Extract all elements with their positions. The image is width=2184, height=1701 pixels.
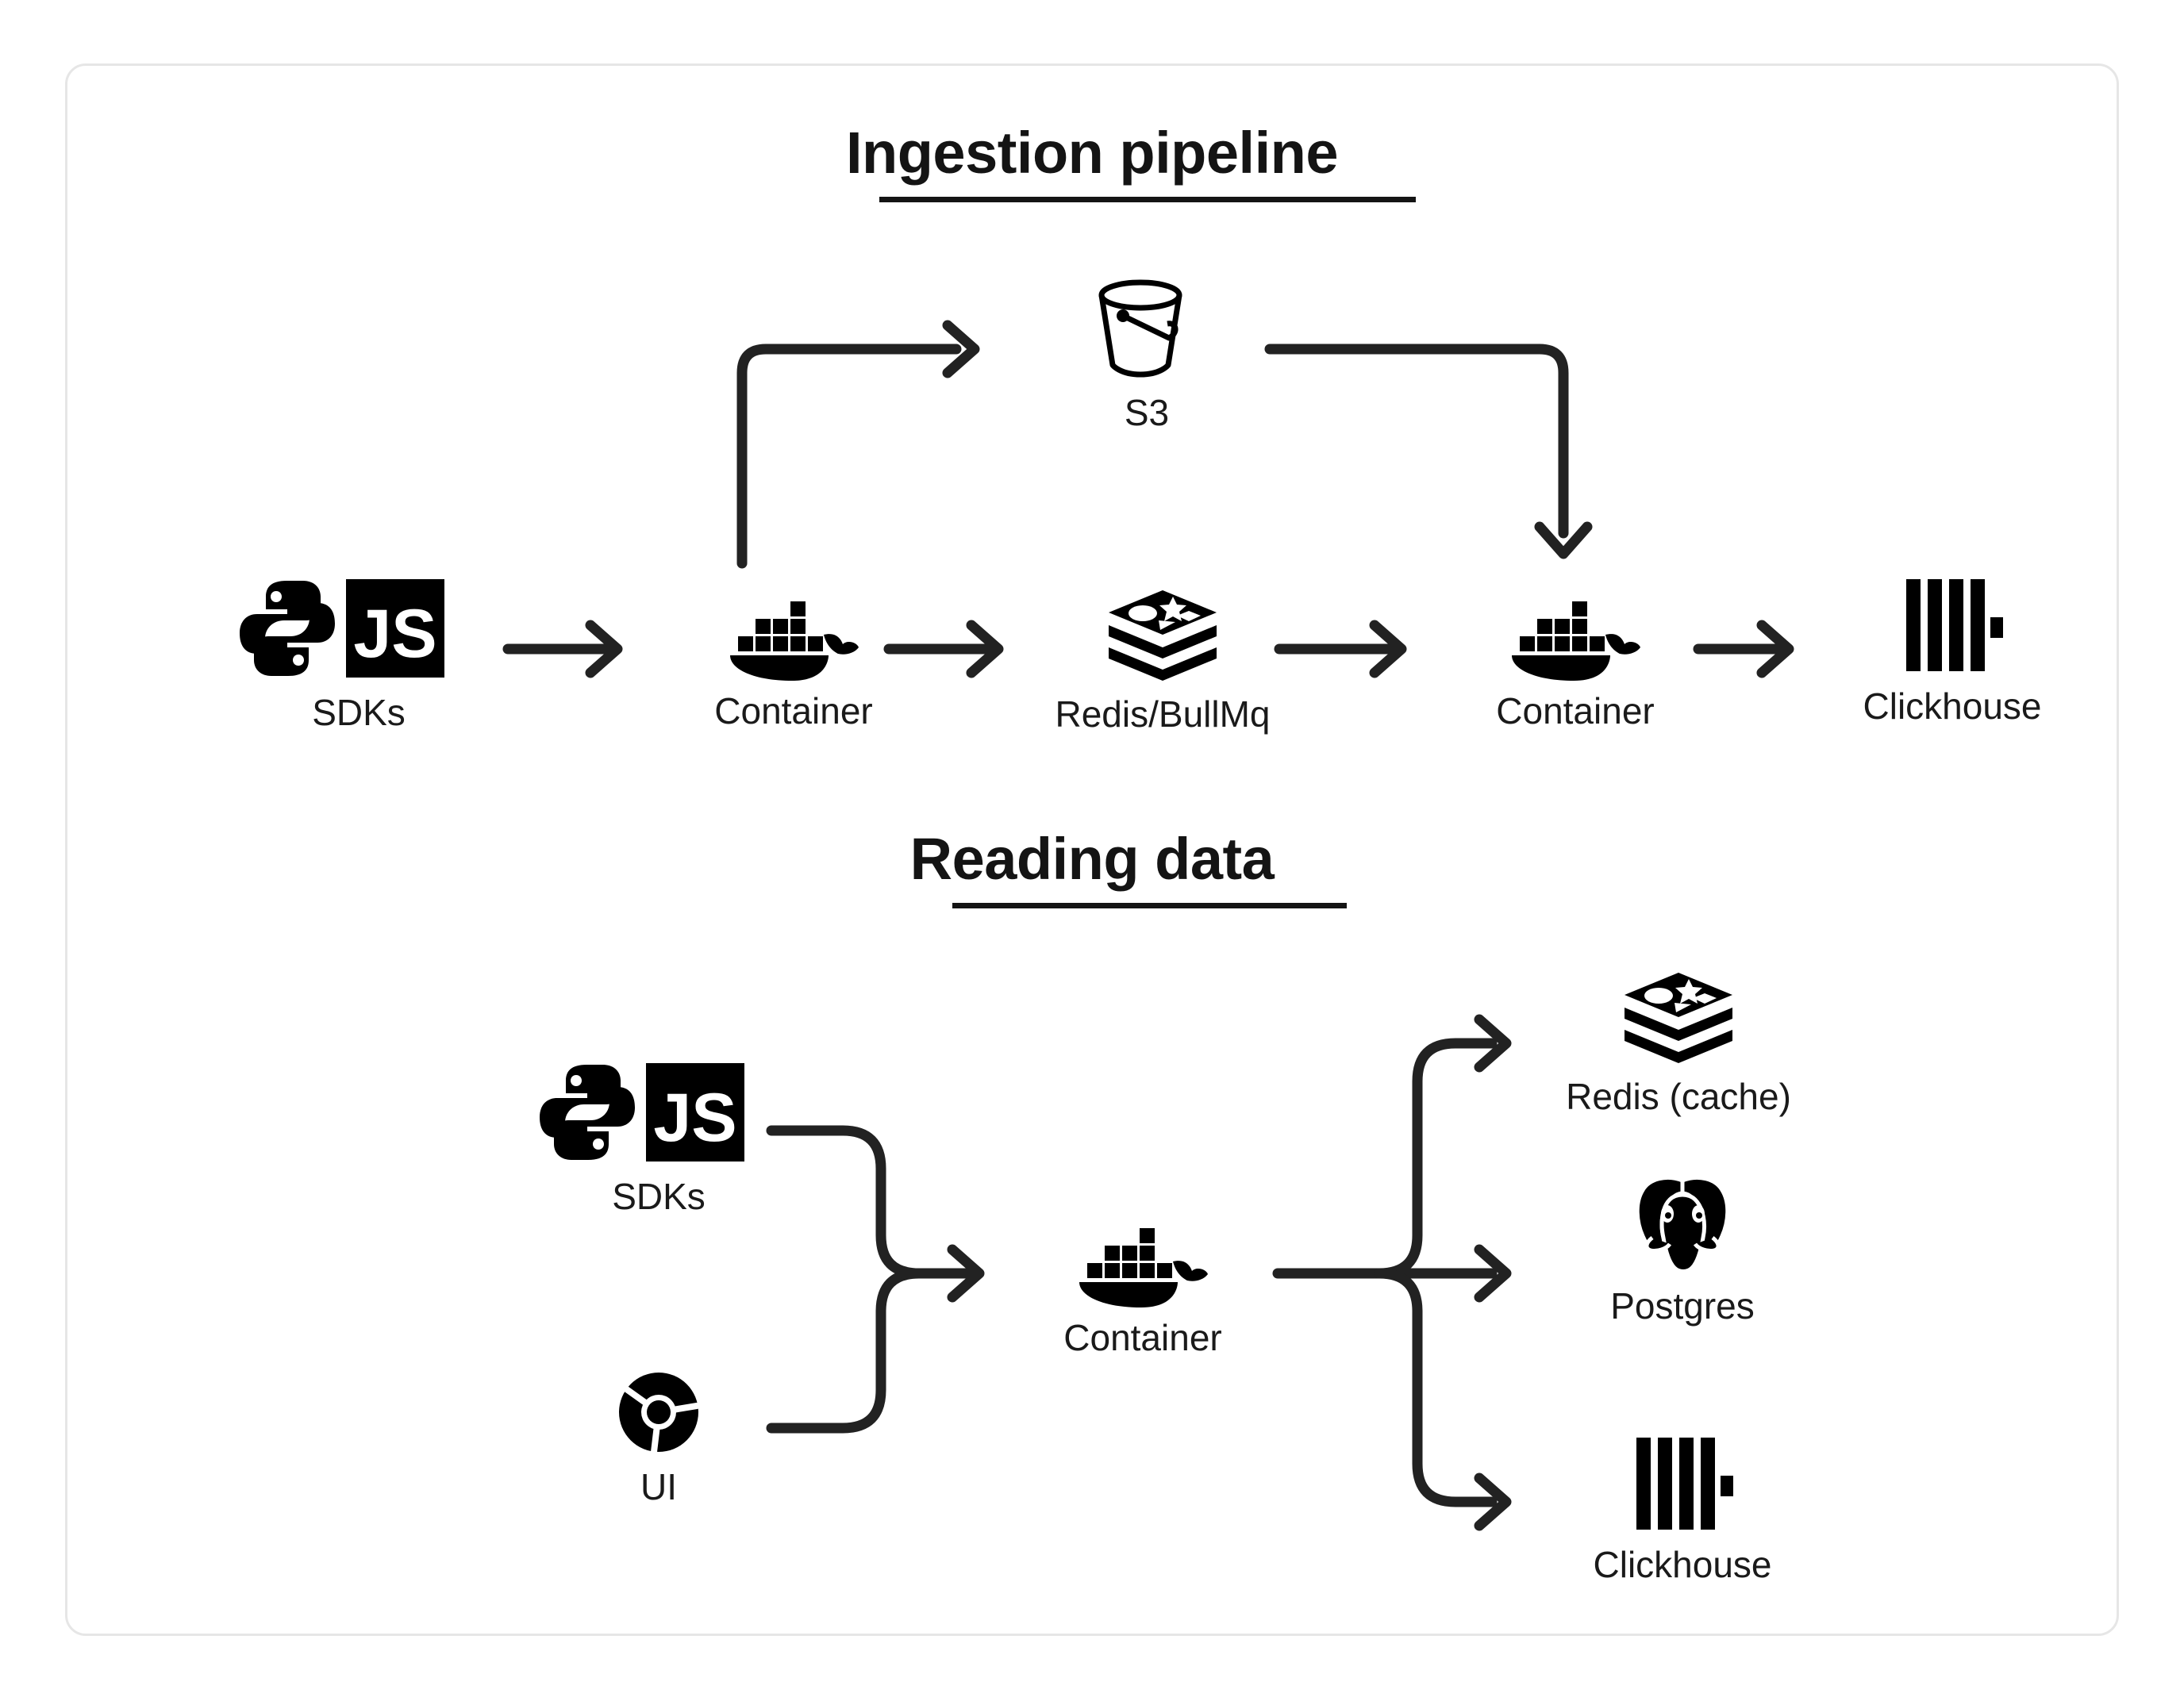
clickhouse-icon — [1555, 1436, 1809, 1535]
node-ui[interactable]: UI — [556, 1371, 762, 1505]
edge-sdks-to-container1 — [502, 625, 617, 673]
docker-icon — [1460, 587, 1690, 685]
node-s3[interactable]: S3 — [1048, 276, 1246, 431]
edge-container1-to-s3 — [736, 325, 975, 569]
node-sdks-1[interactable]: JS SDKs — [224, 578, 494, 731]
svg-text:JS: JS — [353, 596, 436, 672]
edge-s3-to-container2 — [1264, 344, 1587, 554]
edge-ui-to-container3 — [766, 1268, 925, 1434]
node-redis-bullmq-label: Redis/BullMq — [1055, 693, 1271, 735]
node-container-1-label: Container — [714, 690, 873, 731]
node-postgres-label: Postgres — [1610, 1285, 1755, 1327]
node-clickhouse-1-label: Clickhouse — [1863, 685, 2042, 727]
python-js-sdk-icon: JS — [524, 1062, 794, 1167]
node-postgres[interactable]: Postgres — [1567, 1176, 1798, 1324]
node-container-1[interactable]: Container — [679, 587, 909, 729]
edge-container1-to-redis — [883, 625, 998, 673]
node-container-3[interactable]: Container — [1028, 1214, 1258, 1356]
clickhouse-icon — [1825, 578, 2079, 677]
reading-title-text: Reading data — [909, 826, 1275, 892]
node-s3-label: S3 — [1124, 392, 1170, 433]
node-sdks-2[interactable]: JS SDKs — [524, 1062, 794, 1215]
node-clickhouse-2-label: Clickhouse — [1593, 1544, 1772, 1585]
docker-icon — [1028, 1214, 1258, 1311]
ingestion-title-underline — [879, 197, 1416, 202]
node-container-2-label: Container — [1496, 690, 1655, 731]
node-ui-label: UI — [640, 1466, 677, 1507]
edge-redis-to-container2 — [1274, 625, 1402, 673]
chrome-icon — [556, 1371, 762, 1457]
edge-merge-arrow — [899, 1250, 979, 1297]
edge-sdks2-to-container3 — [766, 1125, 925, 1279]
docker-icon — [679, 587, 909, 685]
node-clickhouse-1[interactable]: Clickhouse — [1825, 578, 2079, 724]
node-redis-cache[interactable]: Redis (cache) — [1536, 970, 1821, 1115]
node-redis-cache-label: Redis (cache) — [1566, 1076, 1791, 1117]
node-sdks-1-label: SDKs — [312, 692, 406, 733]
reading-title-underline — [952, 903, 1347, 908]
section-title-reading: Reading data — [0, 825, 2184, 893]
svg-text:JS: JS — [653, 1080, 736, 1156]
edge-container3-to-clickhouse2 — [1374, 1268, 1506, 1526]
diagram-card — [65, 63, 2119, 1636]
node-redis-bullmq[interactable]: Redis/BullMq — [1020, 587, 1305, 732]
node-clickhouse-2[interactable]: Clickhouse — [1555, 1436, 1809, 1583]
edge-container3-to-rediscache — [1374, 1019, 1506, 1279]
python-js-sdk-icon: JS — [224, 578, 494, 683]
node-container-2[interactable]: Container — [1460, 587, 1690, 729]
postgres-icon — [1567, 1176, 1798, 1280]
redis-icon — [1020, 587, 1305, 688]
node-container-3-label: Container — [1063, 1317, 1222, 1358]
ingestion-title-text: Ingestion pipeline — [845, 120, 1339, 186]
node-sdks-2-label: SDKs — [612, 1176, 706, 1217]
edge-container2-to-clickhouse — [1693, 625, 1789, 673]
redis-icon — [1536, 970, 1821, 1070]
s3-bucket-icon — [1048, 276, 1246, 386]
section-title-ingestion: Ingestion pipeline — [0, 119, 2184, 186]
